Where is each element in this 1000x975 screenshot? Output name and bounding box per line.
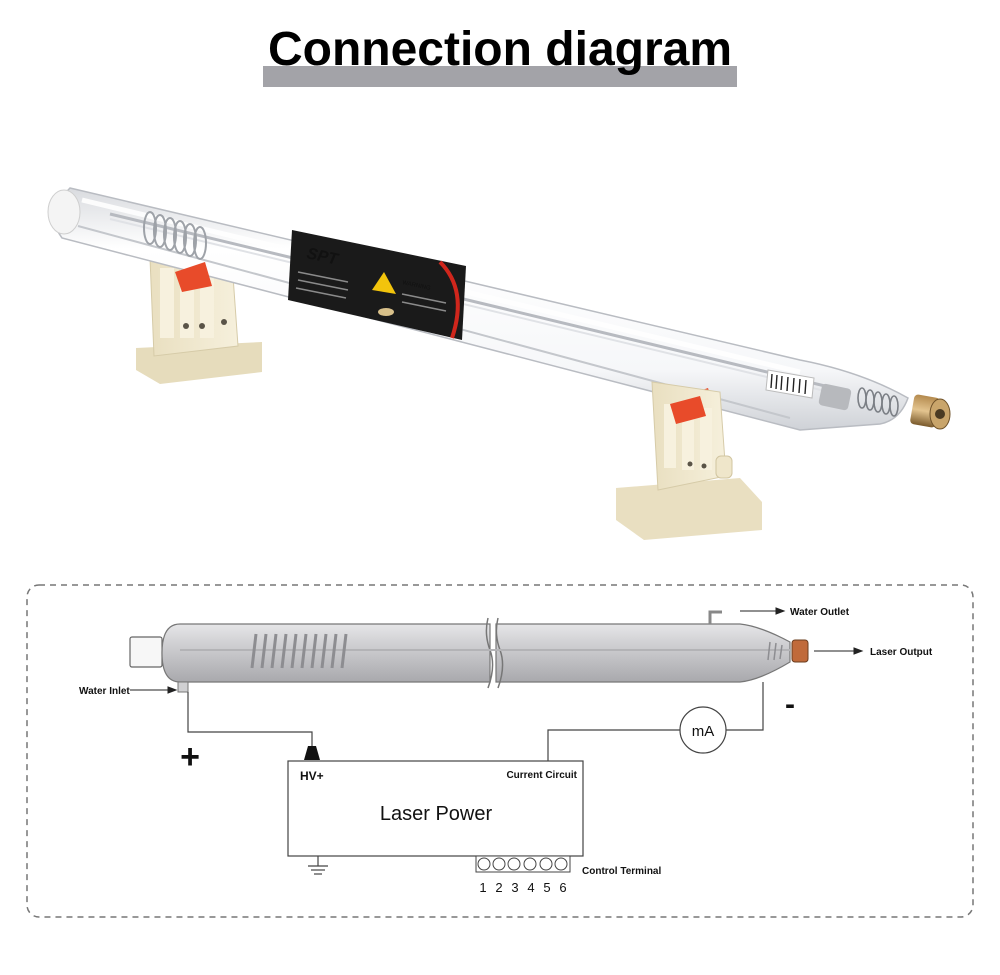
control-terminal-label: Control Terminal <box>582 866 661 877</box>
positive-sign: + <box>180 738 200 776</box>
tube-label: SPT WARNING <box>288 230 466 340</box>
output-lens-holder <box>910 394 951 430</box>
negative-sign: - <box>785 688 795 721</box>
brand-text: SPT <box>305 245 340 268</box>
water-outlet-label: Water Outlet <box>790 607 850 618</box>
ammeter-unit: mA <box>692 723 715 740</box>
laser-warning-icon <box>372 272 396 294</box>
ground-icon <box>308 856 328 875</box>
terminal-number: 6 <box>559 880 566 895</box>
hv-plus-label: HV+ <box>300 769 324 783</box>
laser-output-label: Laser Output <box>870 647 933 658</box>
page-title: Connection diagram <box>267 23 733 76</box>
hv-connector-icon <box>304 746 320 760</box>
terminal-number: 1 <box>479 880 486 895</box>
current-circuit-label: Current Circuit <box>506 770 577 781</box>
ammeter <box>679 706 727 754</box>
output-lens-icon <box>791 639 809 663</box>
laser-power-box <box>287 760 584 857</box>
right-tube-holder <box>616 381 762 540</box>
laser-power-label: Laser Power <box>380 803 493 825</box>
terminal-number: 5 <box>543 880 550 895</box>
wiring <box>187 682 764 762</box>
terminal-number: 2 <box>495 880 502 895</box>
barcode-sticker <box>765 369 815 399</box>
terminal-number: 3 <box>511 880 518 895</box>
label-warning-text: WARNING <box>402 280 432 292</box>
control-terminal <box>475 855 571 873</box>
terminal-number: 4 <box>527 880 534 895</box>
laser-tube-photo: SPT WARNING <box>47 187 951 540</box>
water-inlet-label: Water Inlet <box>79 686 130 697</box>
diagram-tube <box>129 610 809 693</box>
diagram-frame <box>26 584 974 918</box>
title-underline <box>263 66 737 87</box>
